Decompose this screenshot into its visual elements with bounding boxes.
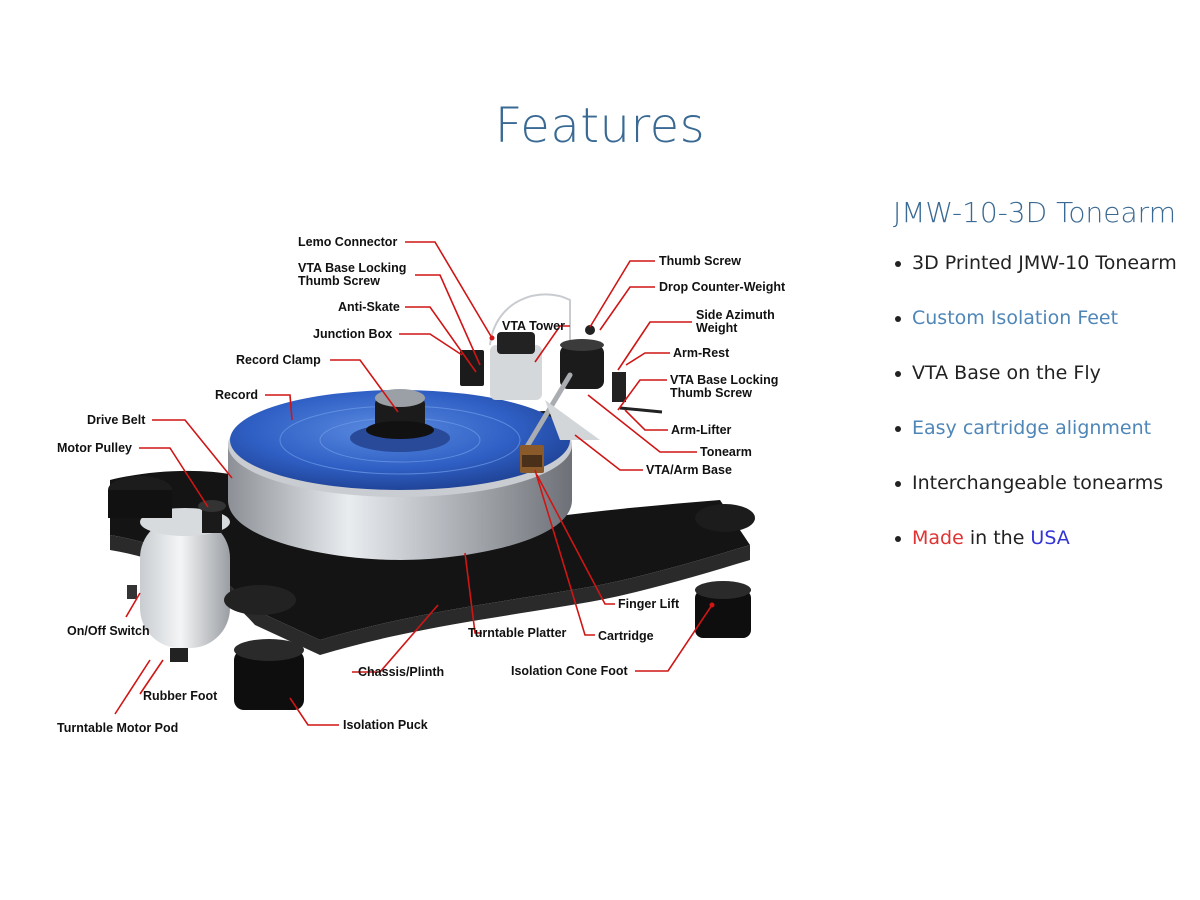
feature-link-easy-cartridge-alignment[interactable]: Easy cartridge alignment: [912, 417, 1152, 439]
bullet-icon: [895, 426, 901, 432]
label-side-azimuth-line2: Weight: [696, 321, 738, 335]
label-side-azimuth: Side Azimuth: [696, 308, 775, 322]
bullet-icon: [895, 536, 901, 542]
feature-text: 3D Printed JMW-10 Tonearm: [912, 252, 1177, 274]
feature-list: 3D Printed JMW-10 Tonearm Custom Isolati…: [893, 251, 1193, 581]
label-cartridge: Cartridge: [598, 629, 654, 643]
feature-link-usa[interactable]: USA: [1030, 527, 1070, 549]
feature-item: Easy cartridge alignment: [893, 416, 1193, 471]
label-junction-box: Junction Box: [313, 327, 392, 341]
label-chassis-plinth: Chassis/Plinth: [358, 665, 444, 679]
label-drop-counter-weight: Drop Counter-Weight: [659, 280, 786, 294]
label-vta-base-locking-1: VTA Base Locking: [298, 261, 406, 275]
feature-text: VTA Base on the Fly: [912, 362, 1101, 384]
feature-item: 3D Printed JMW-10 Tonearm: [893, 251, 1193, 306]
bullet-icon: [895, 316, 901, 322]
label-finger-lift: Finger Lift: [618, 597, 680, 611]
label-isolation-puck: Isolation Puck: [343, 718, 428, 732]
label-rubber-foot: Rubber Foot: [143, 689, 218, 703]
isolation-feet-image: [108, 411, 755, 710]
sidebar-title: JMW-10-3D Tonearm: [893, 196, 1176, 229]
feature-item: Made in the USA: [893, 526, 1193, 581]
label-motor-pulley: Motor Pulley: [57, 441, 132, 455]
label-vta-base-locking-2-line2: Thumb Screw: [670, 386, 752, 400]
label-thumb-screw: Thumb Screw: [659, 254, 741, 268]
label-record-clamp: Record Clamp: [236, 353, 321, 367]
label-drive-belt: Drive Belt: [87, 413, 146, 427]
platter-image: [228, 390, 572, 560]
label-turntable-motor-pod: Turntable Motor Pod: [57, 721, 178, 735]
label-tonearm: Tonearm: [700, 445, 752, 459]
feature-item: Custom Isolation Feet: [893, 306, 1193, 361]
label-lemo-connector: Lemo Connector: [298, 235, 397, 249]
bullet-icon: [895, 371, 901, 377]
features-sidebar: JMW-10-3D Tonearm 3D Printed JMW-10 Tone…: [893, 196, 1193, 581]
label-isolation-cone-foot: Isolation Cone Foot: [511, 664, 628, 678]
label-record: Record: [215, 388, 258, 402]
feature-item: VTA Base on the Fly: [893, 361, 1193, 416]
label-arm-rest: Arm-Rest: [673, 346, 730, 360]
label-vta-base-locking-1-line2: Thumb Screw: [298, 274, 380, 288]
label-arm-lifter: Arm-Lifter: [671, 423, 732, 437]
feature-link-made[interactable]: Made: [912, 527, 964, 549]
label-vta-tower: VTA Tower: [502, 319, 565, 333]
feature-link-custom-isolation-feet[interactable]: Custom Isolation Feet: [912, 307, 1119, 329]
feature-text: in the: [963, 527, 1031, 549]
diagram-labels: Lemo Connector VTA Base Locking Thumb Sc…: [57, 235, 786, 735]
bullet-icon: [895, 261, 901, 267]
motor-pod-image: [127, 500, 230, 662]
record-clamp-image: [366, 389, 434, 439]
tonearm-image: [460, 293, 663, 473]
page-title: Features: [494, 98, 706, 154]
label-on-off-switch: On/Off Switch: [67, 624, 150, 638]
label-vta-base-locking-2: VTA Base Locking: [670, 373, 778, 387]
feature-text: Interchangeable tonearms: [912, 472, 1164, 494]
leader-lines: [114, 241, 715, 726]
label-turntable-platter: Turntable Platter: [468, 626, 567, 640]
label-anti-skate: Anti-Skate: [338, 300, 400, 314]
feature-item: Interchangeable tonearms: [893, 471, 1193, 526]
turntable-diagram: Lemo Connector VTA Base Locking Thumb Sc…: [40, 215, 870, 755]
label-vta-arm-base: VTA/Arm Base: [646, 463, 732, 477]
bullet-icon: [895, 481, 901, 487]
